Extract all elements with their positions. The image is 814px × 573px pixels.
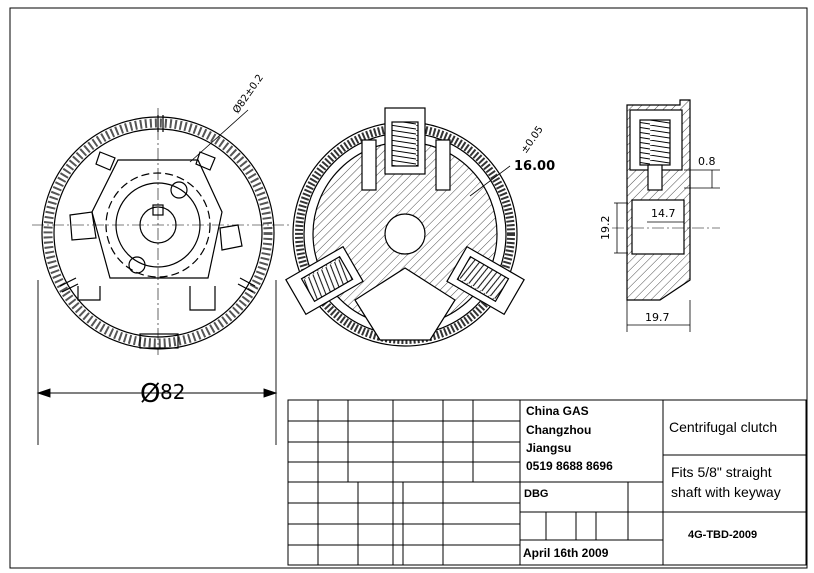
front-view (32, 108, 290, 355)
side-view (612, 99, 720, 301)
side-dim-total-width: 19.7 (645, 311, 670, 324)
part-title: Centrifugal clutch (669, 419, 778, 435)
company-province: Jiangsu (526, 441, 572, 455)
title-block (287, 399, 807, 566)
bore-dimension: 16.00 (514, 159, 556, 174)
side-view-dimensions (614, 169, 720, 332)
code-label: DBG (524, 488, 549, 500)
outer-diameter-dimension (36, 280, 278, 445)
diameter-symbol: Ø (140, 379, 160, 409)
side-dim-gap: 0.8 (698, 155, 716, 168)
drawing-frame (9, 7, 808, 569)
company-city: Changzhou (526, 423, 592, 437)
outer-diameter-label: 82 (160, 380, 186, 404)
company-name: China GAS (526, 404, 589, 418)
drawing-date: April 16th 2009 (523, 546, 609, 560)
drawing-number: 4G-TBD-2009 (688, 529, 758, 541)
section-view (285, 107, 525, 347)
company-phone: 0519 8688 8696 (526, 459, 613, 473)
description-line-1: Fits 5/8" straight (671, 464, 772, 480)
description-line-2: shaft with keyway (671, 484, 781, 500)
side-dim-hub-diameter: 19.2 (599, 215, 612, 241)
side-dim-hub-length: 14.7 (651, 207, 676, 220)
